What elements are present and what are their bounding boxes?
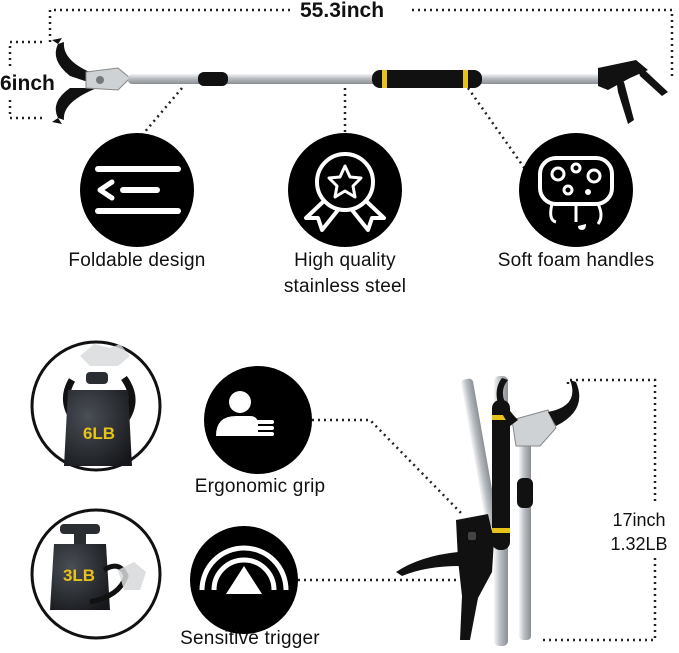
feature-foldable-label: Foldable design [68, 250, 206, 271]
jaw-width-label: 6inch [0, 72, 55, 96]
feature-trigger-label: Sensitive trigger [180, 628, 320, 649]
load-3lb-label: 3LB [62, 566, 96, 585]
jaw-dimension-line [8, 40, 42, 120]
feature-foam-label: Soft foam handles [497, 250, 655, 271]
grip-icon [204, 366, 312, 474]
fold-icon [80, 133, 194, 247]
length-dimension-line [48, 8, 674, 78]
weight-6lb-illustration [30, 340, 162, 472]
feature-grip-label: Ergonomic grip [194, 476, 326, 497]
award-icon [288, 133, 402, 247]
length-dimension-label: 55.3inch [296, 0, 389, 23]
folded-length-label: 17inch [600, 508, 678, 532]
grabber-folded [396, 376, 580, 646]
weight-label: 1.32LB [600, 532, 678, 556]
grabber-horizontal [52, 38, 668, 124]
connector-lines-top [137, 87, 532, 177]
trigger-icon [190, 526, 298, 634]
feature-quality-label-line2: stainless steel [283, 276, 407, 297]
weight-3lb-illustration [30, 508, 162, 640]
feature-quality-label-line1: High quality [294, 250, 396, 271]
load-6lb-label: 6LB [82, 424, 116, 443]
sponge-icon [519, 133, 633, 247]
connector-lines-bottom [298, 378, 657, 642]
